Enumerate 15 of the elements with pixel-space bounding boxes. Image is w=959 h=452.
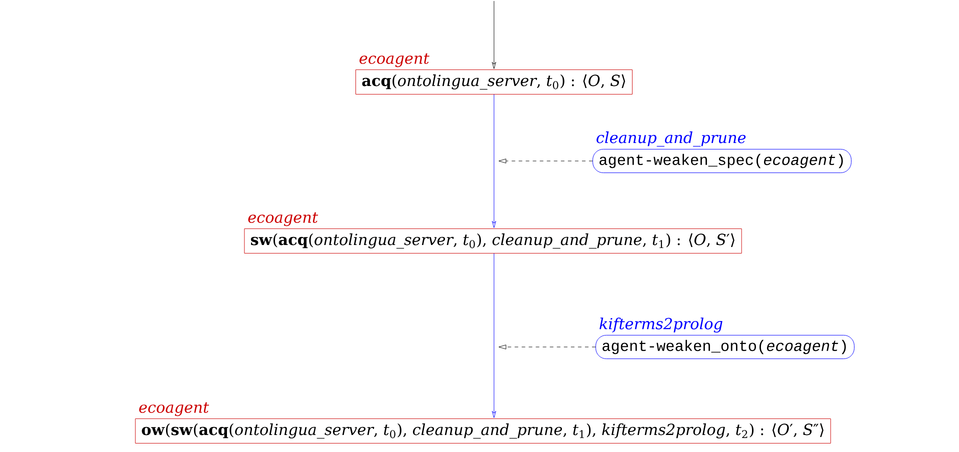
agent-name: ecoagent bbox=[360, 53, 430, 68]
term-box: sw(acq(ontolingua_server, t$_{0}$), cleanup_and_prune, t$_{1}$) : ⟨O, S′⟩ bbox=[244, 228, 742, 254]
leader-line bbox=[498, 344, 596, 350]
operation-name: kifterms2prolog bbox=[600, 318, 722, 333]
agent-name: ecoagent bbox=[139, 402, 210, 416]
arrow bbox=[492, 0, 496, 69]
arrow bbox=[492, 253, 496, 418]
operation-box: agent-weaken_onto(ecoagent) bbox=[596, 334, 854, 359]
leader-line bbox=[498, 158, 593, 164]
agent-name: ecoagent bbox=[248, 212, 318, 226]
term-box: ow(sw(acq(ontolingua_server, t$_{0}$), cleanup_and_prune, t$_{1}$), kifterms2prolog, t$_{2}$) : ⟨O′, S″⟩ bbox=[135, 418, 831, 444]
arrow bbox=[492, 94, 496, 228]
operation-name: cleanup_and_prune bbox=[596, 131, 746, 147]
operation-box: agent-weaken_spec(ecoagent) bbox=[592, 148, 852, 174]
term-box: acq(ontolingua_server, t$_{0}$) : ⟨O, S⟩ bbox=[355, 70, 633, 94]
